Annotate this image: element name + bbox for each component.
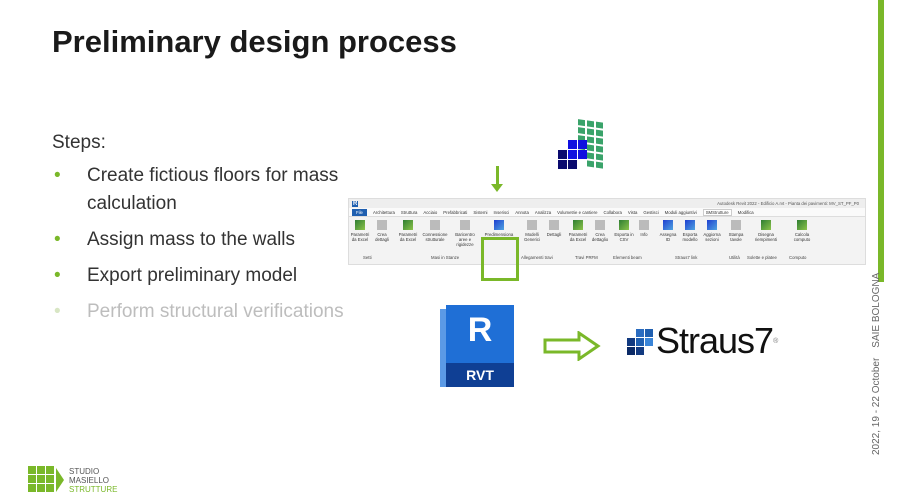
group-label: Utilità: [729, 255, 740, 260]
button-label: Assegna ID: [659, 232, 677, 242]
registered-mark: ®: [773, 337, 779, 345]
ribbon-button[interactable]: Crea dettaglio: [589, 220, 611, 242]
rvt-letter: R: [467, 311, 493, 349]
revit-rvt-logo: R RVT: [440, 305, 514, 387]
company-name-line: STRUTTURE: [69, 484, 118, 494]
button-label: Modelli Generici: [523, 232, 540, 242]
tab[interactable]: Annota: [515, 209, 529, 215]
highlight-box: [481, 237, 519, 281]
straus7-squares-icon: [627, 329, 653, 355]
steps-label: Steps:: [52, 132, 106, 153]
group-label: Straus7 link: [675, 255, 698, 260]
steps-list: Steps: Create fictious floors for mass c…: [52, 132, 352, 334]
straus7-grid-icon: [558, 119, 603, 169]
tab[interactable]: Sistemi: [473, 209, 488, 215]
step-item: Create fictious floors for mass calculat…: [52, 162, 352, 218]
ribbon-button[interactable]: Parametri da Excel: [349, 220, 371, 242]
ribbon-button[interactable]: Disegna riempimenti: [751, 220, 781, 242]
group-label: Masi in Stanze: [431, 255, 460, 260]
group-label: Setti: [363, 255, 372, 260]
button-label: Crea dettaglio: [591, 232, 609, 242]
tab[interactable]: Modifica: [737, 209, 754, 215]
button-label: Connessione strutturale: [422, 232, 448, 242]
window-title: Autodesk Revit 2022 - Edificio A.rvt - P…: [717, 201, 859, 206]
tab[interactable]: Gestisci: [643, 209, 659, 215]
ribbon-button[interactable]: Stampa tavole: [725, 220, 747, 242]
event-name: SAIE BOLOGNA: [871, 272, 882, 348]
rvt-label: RVT: [466, 367, 494, 383]
button-label: Stampa tavole: [728, 232, 744, 242]
slide-title: Preliminary design process: [52, 24, 457, 59]
company-name-line: STUDIO: [69, 466, 100, 476]
pointer-arrow-icon: [491, 166, 503, 192]
step-item: Assign mass to the walls: [52, 226, 352, 254]
ribbon-button[interactable]: Modelli Generici: [521, 220, 543, 242]
button-label: Esporta modello: [682, 232, 698, 242]
tab[interactable]: Acciaio: [423, 209, 438, 215]
tab-file[interactable]: File: [352, 208, 367, 216]
button-label: Info: [640, 232, 648, 237]
button-label: Aggiorna sezioni: [703, 232, 721, 242]
ribbon-button[interactable]: Aggiorna sezioni: [701, 220, 723, 242]
button-label: Disegna riempimenti: [754, 232, 778, 242]
tab[interactable]: Struttura: [400, 209, 418, 215]
ribbon-button[interactable]: Crea dettagli: [371, 220, 393, 242]
tab-smstrutture[interactable]: SMStrutture: [702, 208, 732, 216]
ribbon-button[interactable]: Info: [633, 220, 655, 237]
ribbon-button[interactable]: Calcola computo: [789, 220, 815, 242]
predimensiona-button[interactable]: Predimensiona: [483, 220, 515, 237]
ribbon-button[interactable]: Baricentro aree e rigidezze: [451, 220, 479, 247]
tab[interactable]: Analizza: [534, 209, 552, 215]
group-label: Allegamenti travi: [521, 255, 553, 260]
ribbon-button[interactable]: Esporta modello: [679, 220, 701, 242]
button-label: Baricentro aree e rigidezze: [455, 232, 475, 247]
tab[interactable]: Vista: [627, 209, 638, 215]
group-label: Elementi beam: [613, 255, 642, 260]
straus7-wordmark: Straus7: [656, 320, 774, 361]
ribbon-panel: Parametri da Excel Crea dettagli Paramet…: [349, 217, 865, 281]
ribbon-button[interactable]: Parametri da Excel: [567, 220, 589, 242]
event-caption: 2022, 19 - 22 October SAIE BOLOGNA: [871, 273, 882, 455]
button-label: Calcola computo: [793, 232, 811, 242]
tab[interactable]: Prefabbricati: [443, 209, 468, 215]
revit-app-icon: R: [352, 200, 359, 207]
ribbon-button[interactable]: Parametri da Excel: [397, 220, 419, 242]
accent-bar: [878, 0, 884, 282]
revit-ribbon-screenshot: R Autodesk Revit 2022 - Edificio A.rvt -…: [348, 198, 866, 281]
tab[interactable]: Inserisci: [493, 209, 510, 215]
group-label: Solette e platee: [747, 255, 777, 260]
tab[interactable]: Moduli aggiuntivi: [664, 209, 697, 215]
company-logo: STUDIO MASIELLO STRUTTURE: [28, 466, 117, 494]
step-item-pending: Perform structural verifications: [52, 298, 352, 326]
button-label: Dettagli: [546, 232, 562, 237]
button-label: Esporta in CSV: [614, 232, 634, 242]
button-label: Parametri da Excel: [568, 232, 588, 242]
button-label: Crea dettagli: [375, 232, 389, 242]
quick-access-bar: R Autodesk Revit 2022 - Edificio A.rvt -…: [349, 199, 865, 208]
step-item: Export preliminary model: [52, 262, 352, 290]
right-arrow-icon: [543, 331, 601, 361]
button-label: Parametri da Excel: [350, 232, 370, 242]
ribbon-button[interactable]: Dettagli: [543, 220, 565, 237]
ribbon-button[interactable]: Assegna ID: [657, 220, 679, 242]
company-name-line: MASIELLO: [69, 475, 110, 485]
tab[interactable]: Architettura: [372, 209, 395, 215]
straus7-logo: Straus7®: [626, 320, 778, 362]
ribbon-button[interactable]: Connessione strutturale: [421, 220, 449, 242]
company-logo-grid-icon: [28, 466, 64, 492]
button-label: Parametri da Excel: [398, 232, 418, 242]
tab[interactable]: Volumetrie e cantiere: [557, 209, 598, 215]
ribbon-tabs: File Architettura Struttura Acciaio Pref…: [349, 208, 865, 217]
ribbon-button[interactable]: Esporta in CSV: [613, 220, 635, 242]
group-label: Travi PRFM: [575, 255, 598, 260]
button-label: Predimensiona: [484, 232, 514, 237]
group-label: Computo: [789, 255, 807, 260]
event-date: 2022, 19 - 22 October: [871, 357, 882, 455]
tab[interactable]: Collabora: [603, 209, 622, 215]
